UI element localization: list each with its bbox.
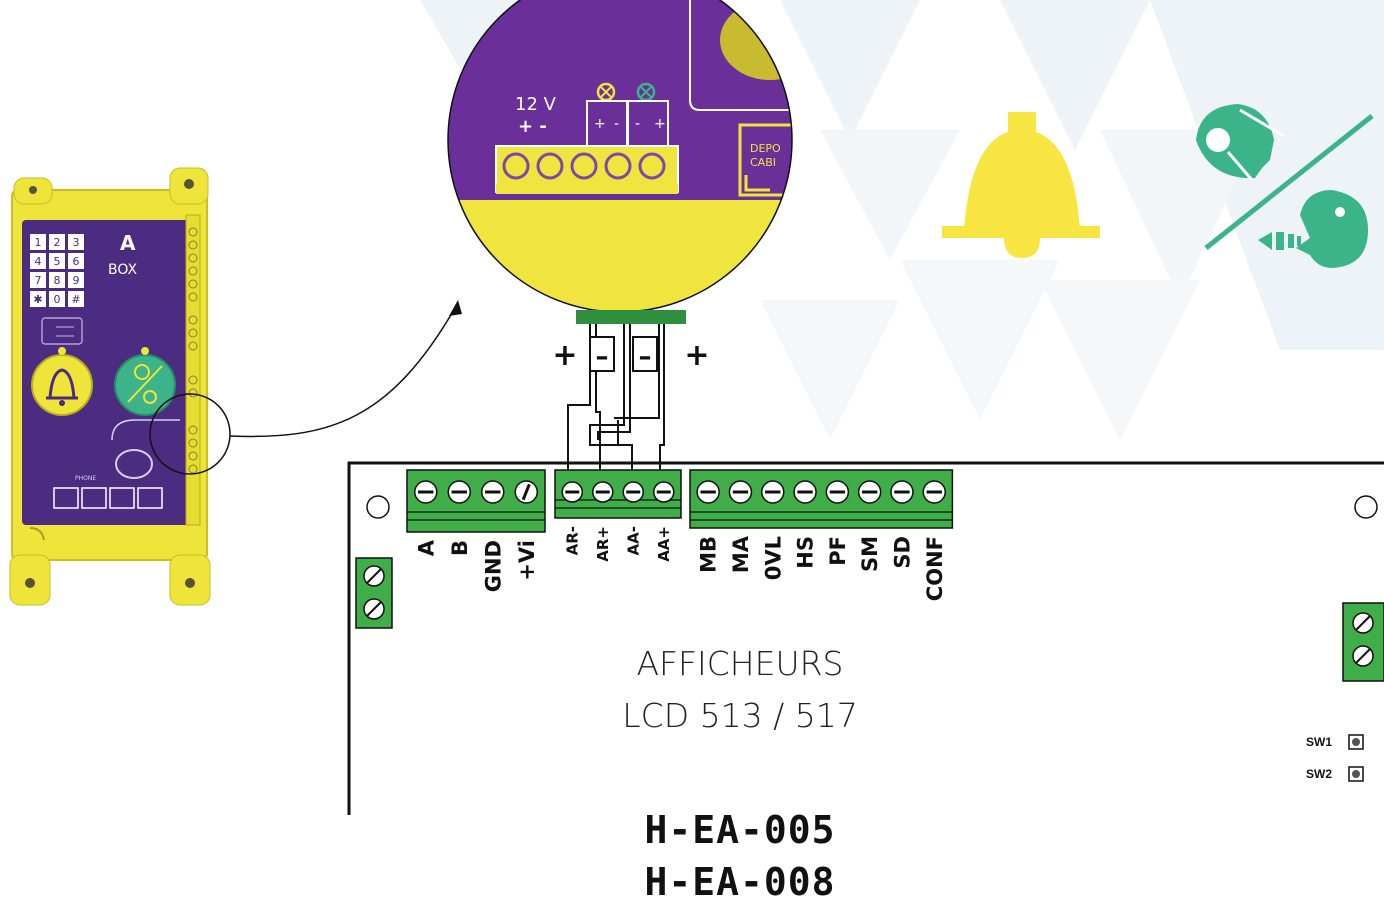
keypad-key — [68, 291, 84, 307]
model-code-1: H-EA-005 — [644, 808, 836, 852]
svg-text:+: + — [594, 116, 606, 132]
wires — [567, 324, 665, 470]
svg-text:CABI: CABI — [750, 156, 776, 169]
keypad-key — [49, 272, 65, 288]
zoom-arrow — [229, 307, 456, 438]
keypad-key — [49, 291, 65, 307]
keypad-key — [49, 234, 65, 250]
keypad-key-label: # — [71, 293, 80, 306]
keypad-key-label: 2 — [54, 236, 61, 249]
keypad-key-label: 8 — [54, 274, 61, 287]
keypad-key — [30, 234, 46, 250]
intercom-icon — [1196, 104, 1374, 250]
terminal-label: AR- — [564, 526, 582, 555]
terminal-label: A — [414, 539, 438, 556]
keypad-key — [68, 253, 84, 269]
terminal-label: MA — [729, 535, 753, 573]
voltage-label: 12 V — [515, 94, 557, 115]
mounting-hole — [1354, 495, 1378, 519]
terminal-label: AR+ — [594, 526, 612, 562]
phone-speaker-icon — [1258, 190, 1368, 268]
switch-sw2 — [1348, 766, 1364, 782]
terminal-label: +Vi — [515, 540, 539, 581]
model-code-2: H-EA-008 — [644, 860, 836, 904]
keypad-key-label: ✱ — [33, 293, 42, 306]
svg-text:-: - — [635, 116, 640, 132]
side-terminal-left — [355, 557, 393, 629]
keypad-key-label: 1 — [35, 236, 42, 249]
switch-label-sw2: SW2 — [1306, 767, 1333, 781]
switch-label-sw1: SW1 — [1306, 735, 1333, 749]
keypad-key — [30, 253, 46, 269]
svg-text:+: + — [684, 338, 709, 373]
terminal-label: MB — [697, 536, 721, 573]
zoom-highlight-circle — [149, 393, 231, 475]
brand-label: BOX — [108, 262, 137, 278]
svg-text:–: – — [596, 342, 609, 372]
device-bell-button — [31, 347, 93, 416]
svg-text:+: + — [654, 116, 666, 132]
svg-text:PHONE: PHONE — [75, 475, 96, 482]
keypad-key-label: 0 — [54, 293, 61, 306]
terminal-label: AA+ — [655, 526, 673, 562]
terminal-label: SM — [858, 536, 882, 572]
terminal-label: HS — [794, 536, 818, 569]
terminal-label: B — [448, 540, 472, 556]
side-terminal-right — [1342, 602, 1384, 682]
keypad-key-label: 6 — [73, 255, 80, 268]
keypad-key-label: 9 — [73, 274, 80, 287]
svg-text:DEPO: DEPO — [750, 142, 781, 155]
svg-text:+: + — [552, 338, 577, 373]
keypad-key — [49, 253, 65, 269]
polarity-label: + - — [518, 116, 547, 137]
wire-polarity-labels: + – – + — [552, 336, 710, 373]
keypad-key-label: 4 — [35, 255, 42, 268]
terminal-label: AA- — [625, 526, 643, 555]
keypad-key — [30, 272, 46, 288]
terminal-label: SD — [891, 536, 915, 569]
terminal-block-group2: AR- AR+ AA- AA+ — [554, 469, 682, 562]
terminal-label: PF — [826, 536, 850, 566]
zoom-connector — [576, 310, 686, 324]
keypad-key — [68, 272, 84, 288]
terminal-label: GND — [481, 540, 505, 592]
svg-text:–: – — [639, 342, 652, 372]
keypad-key — [30, 291, 46, 307]
device-intercom-button — [114, 347, 176, 416]
keypad-key-label: 7 — [35, 274, 42, 287]
switch-sw1 — [1348, 734, 1364, 750]
keypad-key-label: 5 — [54, 255, 61, 268]
board-title-line1: AFFICHEURS — [636, 644, 844, 683]
mounting-hole — [366, 495, 390, 519]
board-title-line2: LCD 513 / 517 — [622, 696, 858, 735]
terminal-label: CONF — [923, 536, 947, 601]
svg-text:-: - — [614, 116, 619, 132]
led-icon — [636, 82, 656, 102]
zoom-view: DEPO CABI 12 V + - + - - + — [448, 0, 792, 312]
keypad-key-label: 3 — [73, 236, 80, 249]
keypad-key — [68, 234, 84, 250]
bell-icon — [942, 112, 1100, 258]
terminal-label: 0VL — [761, 536, 785, 580]
brand-logo: A — [120, 231, 136, 255]
